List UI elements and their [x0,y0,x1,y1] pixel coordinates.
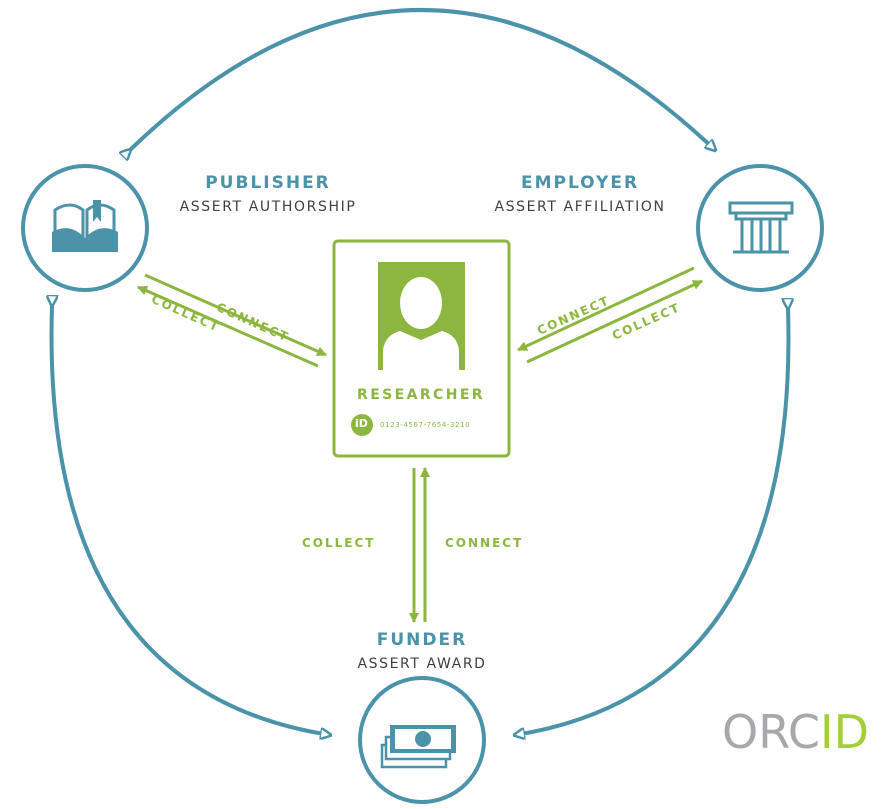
flow-employer [517,266,703,364]
funder-name: FUNDER [376,630,468,650]
funder-action: ASSERT AWARD [357,656,487,672]
flow-label-funder-connect: CONNECT [445,536,524,550]
orcid-id-number: 0123-4567-7654-3210 [380,421,471,429]
institution-building-icon [728,201,794,254]
person-avatar-icon [378,262,465,370]
researcher-card [332,239,511,458]
publisher-name: PUBLISHER [205,173,331,193]
employer-name: EMPLOYER [520,173,640,193]
orcid-logo-orc: ORC [722,705,820,759]
flow-publisher [137,273,327,368]
arc-employer-funder [515,308,788,735]
researcher-title: RESEARCHER [357,387,485,403]
employer-action: ASSERT AFFILIATION [494,199,666,215]
orcid-logo-id: ID [820,705,869,759]
money-stack-icon [380,725,456,769]
orcid-id-badge [351,414,373,436]
book-icon [52,200,118,252]
flow-funder [409,467,430,623]
orcid-logo: ORCID [722,705,869,759]
publisher-action: ASSERT AUTHORSHIP [179,199,357,215]
arc-publisher-funder [52,305,330,735]
publisher-node [21,164,149,292]
funder-node [358,676,486,804]
employer-node [696,164,824,292]
flow-label-funder-collect: COLLECT [302,536,376,550]
arc-publisher-employer [130,8,715,150]
orcid-id-badge-label: iD [355,417,368,430]
